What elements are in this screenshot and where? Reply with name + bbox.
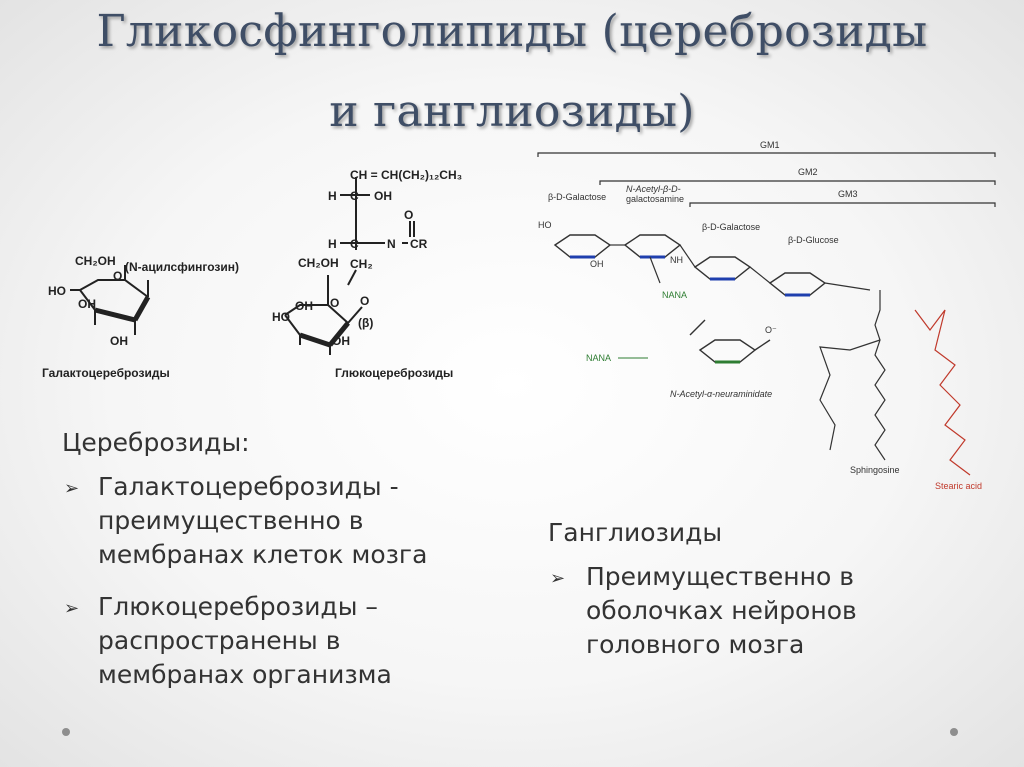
cerebrosides-bullet-1: Галактоцереброзиды - преимущественно в м… [98, 470, 427, 572]
title-line-2: и ганглиозиды) [329, 86, 695, 137]
stearic-label: Stearic acid [935, 481, 982, 491]
nh-label: NH [670, 255, 683, 265]
bullet-2-icon: ➢ [64, 598, 80, 619]
b1-line-1: Галактоцереброзиды - [98, 472, 399, 501]
glycosidic-links [610, 244, 871, 291]
gluco-link-oxygen: O [360, 294, 369, 308]
gm1-label: GM1 [760, 140, 780, 150]
b2-line-1: Глюкоцереброзиды – [98, 592, 378, 621]
nana-label: NANA [662, 290, 687, 300]
nana-eq-label: NANA [586, 353, 611, 363]
ganglioside-brackets [537, 152, 996, 207]
gluco-oh-top: OH [374, 189, 392, 203]
galactocerebroside-structure [70, 265, 151, 335]
glucose-label: β-D-Glucose [788, 235, 839, 245]
galacto-oh-2: OH [110, 334, 128, 348]
gm2-label: GM2 [798, 167, 818, 177]
sugar-ring-bottoms [570, 255, 810, 297]
neuraminidate-label: N-Acetyl-α-neuraminidate [670, 389, 772, 399]
b2-line-3: мембранах организма [98, 660, 392, 689]
bullet-1-icon: ➢ [64, 478, 80, 499]
galacto-ho: HO [48, 284, 66, 298]
bullet-3-icon: ➢ [550, 568, 566, 589]
cerebroside-structures-diagram: CH₂OH O (N-ацилсфингозин) HO OH OH Галак… [42, 168, 462, 380]
gluco-cr: CR [410, 237, 428, 251]
sphingosine-label: Sphingosine [850, 465, 900, 475]
ganglioside-structure-diagram: GM1 GM2 GM3 β-D-Galactose N-Acetyl-β-D- … [537, 140, 996, 491]
gluco-oh-2: OH [332, 334, 350, 348]
galacto-oh-1: OH [78, 297, 96, 311]
b1-line-2: преимущественно в [98, 506, 364, 535]
rb1-line-1: Преимущественно в [586, 562, 854, 591]
galacto-ring-oxygen: O [113, 269, 122, 283]
oh-label: OH [590, 259, 604, 269]
gluco-n: N [387, 237, 396, 251]
neuraminidate-ring [689, 319, 771, 363]
gal2-label: β-D-Galactose [702, 222, 760, 232]
corner-dot-right [950, 728, 958, 736]
corner-dot-left [62, 728, 70, 736]
gm3-label: GM3 [838, 189, 858, 199]
b2-line-2: распространены в [98, 626, 341, 655]
gluco-caption: Глюкоцереброзиды [335, 366, 453, 380]
nacetyl-label: N-Acetyl-β-D- [626, 184, 681, 194]
gluco-beta: (β) [358, 316, 373, 330]
gluco-oh-1: OH [295, 299, 313, 313]
gluco-chain: CH = CH(CH₂)₁₂CH₃ [350, 168, 462, 182]
gluco-ch2oh: CH₂OH [298, 256, 339, 270]
ho-label: HO [538, 220, 552, 230]
sphingosine-chain [819, 290, 886, 461]
o-minus-label: O⁻ [765, 325, 777, 335]
rb1-line-2: оболочках нейронов [586, 596, 857, 625]
title-line-1: Гликосфинголипиды (цереброзиды [96, 6, 928, 57]
galacto-side-chain: (N-ацилсфингозин) [125, 260, 239, 274]
gluco-c-2: C [350, 237, 359, 251]
cerebrosides-bullet-2: Глюкоцереброзиды – распространены в мемб… [98, 590, 392, 692]
rb1-line-3: головного мозга [586, 630, 805, 659]
gangliosides-heading: Ганглиозиды [548, 518, 723, 547]
gluco-ho: HO [272, 310, 290, 324]
stearic-chain [914, 309, 971, 476]
cerebrosides-heading: Цереброзиды: [62, 428, 250, 457]
b1-line-3: мембранах клеток мозга [98, 540, 428, 569]
gal1-label: β-D-Galactose [548, 192, 606, 202]
gluco-ch2: CH₂ [350, 257, 373, 271]
galacto-ch2oh: CH₂OH [75, 254, 116, 268]
galnac-label: galactosamine [626, 194, 684, 204]
gluco-h-2: H [328, 237, 337, 251]
glucocerebroside-structure [284, 177, 415, 355]
gluco-carbonyl-o: O [404, 208, 413, 222]
galacto-caption: Галактоцереброзиды [42, 366, 170, 380]
gangliosides-bullet-1: Преимущественно в оболочках нейронов гол… [586, 560, 857, 662]
gluco-c-1: C [350, 189, 359, 203]
gluco-ring-oxygen: O [330, 296, 339, 310]
gluco-h-1: H [328, 189, 337, 203]
